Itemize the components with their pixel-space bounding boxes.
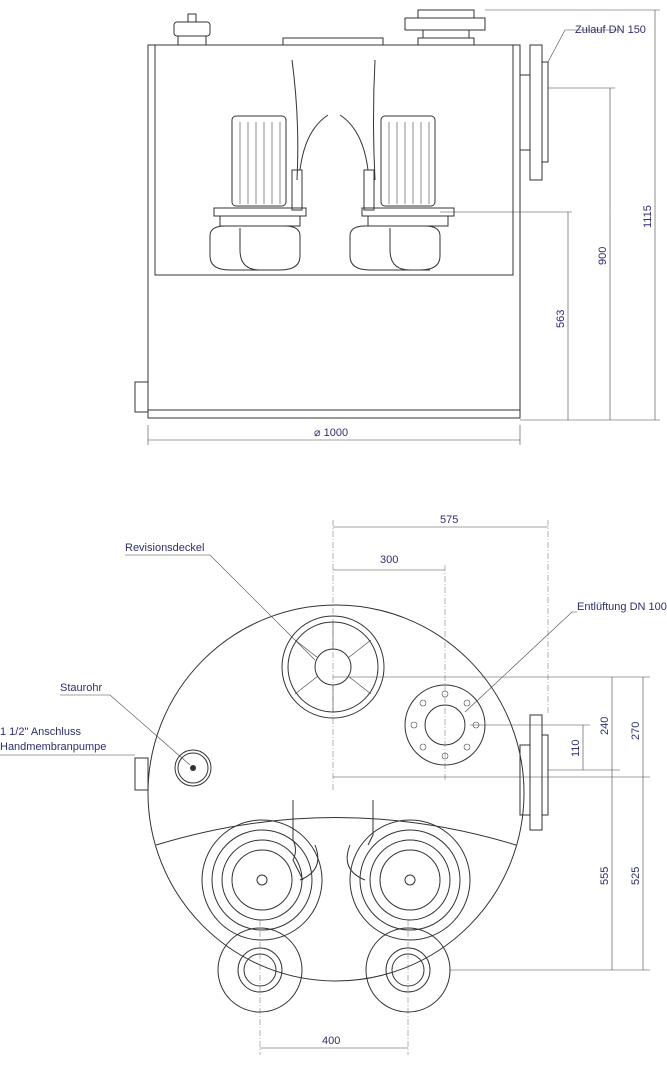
dim-110: 110	[570, 739, 582, 757]
dim-240: 240	[599, 717, 611, 735]
pitot-tube	[174, 749, 212, 787]
side-connector	[134, 381, 149, 413]
vent-cap	[173, 13, 211, 46]
dim-575: 575	[440, 514, 458, 526]
tank-outline	[147, 604, 525, 982]
pump-right-top	[346, 800, 471, 941]
tank-window	[154, 44, 514, 276]
side-flange	[519, 714, 549, 831]
dim-diameter: ⌀ 1000	[314, 427, 348, 439]
dim-270: 270	[630, 722, 642, 740]
label-connection-line2: Handmembranpumpe	[0, 741, 106, 753]
inlet-pipe-top	[404, 9, 486, 46]
pump-left-top	[201, 800, 323, 941]
tank-base	[147, 409, 521, 419]
partition-line	[155, 817, 517, 846]
dim-555: 555	[599, 867, 611, 885]
label-inlet: Zulauf DN 150	[575, 24, 646, 36]
side-connector	[134, 757, 149, 791]
dim-inlet-height: 900	[597, 247, 609, 265]
dim-300: 300	[380, 554, 398, 566]
dim-400: 400	[322, 1035, 340, 1047]
inlet-flange-side	[519, 44, 549, 181]
label-connection-line1: 1 1/2" Anschluss	[0, 726, 81, 738]
cover-top	[282, 37, 384, 46]
label-vent: Entlüftung DN 100	[577, 601, 667, 613]
label-pitot: Staurohr	[60, 682, 103, 694]
side-view: Zulauf DN 150 1115 900 563 ⌀ 1000	[134, 9, 660, 445]
pump-right	[339, 59, 455, 271]
label-cover: Revisionsdeckel	[125, 542, 204, 554]
dim-pump-height: 563	[555, 310, 567, 328]
top-view: 575 300 400 240 270 110 555 525 Revision…	[0, 514, 667, 1055]
tank-body	[147, 44, 521, 419]
pump-left	[209, 59, 329, 271]
dim-525: 525	[630, 867, 642, 885]
dim-total-height: 1115	[642, 205, 654, 228]
